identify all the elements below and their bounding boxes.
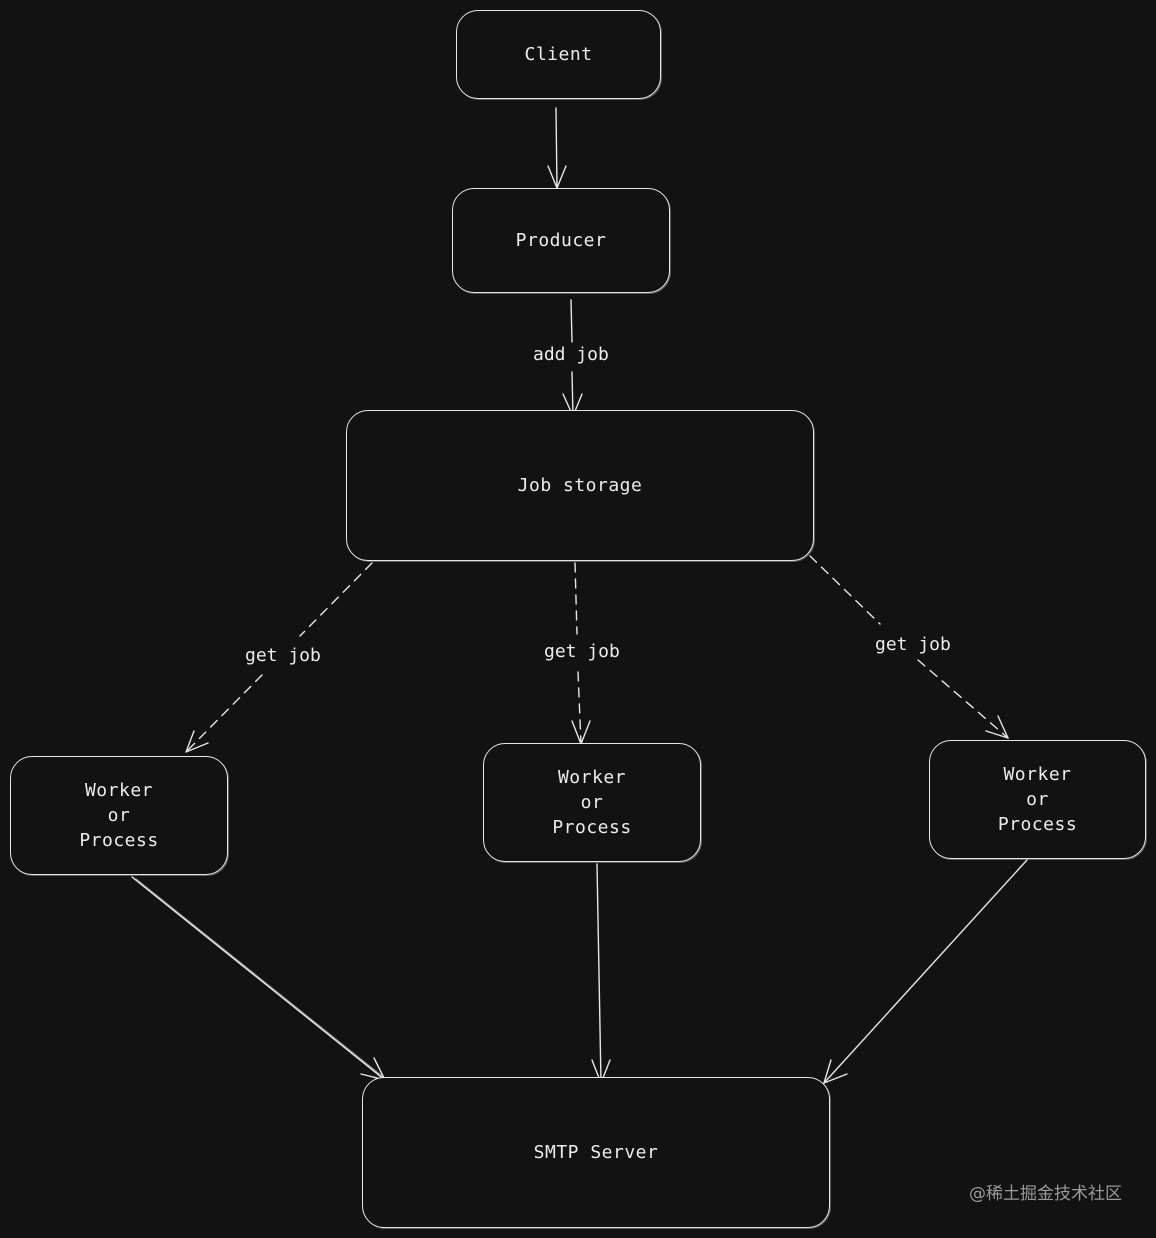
node-worker-3-line2: or	[1026, 789, 1049, 810]
edge-label-get-job-middle: get job	[541, 641, 623, 662]
node-worker-1-line3: Process	[79, 830, 159, 851]
node-worker-2-line3: Process	[552, 817, 632, 838]
edge-client-producer	[547, 107, 567, 189]
edge-storage-worker2	[571, 562, 591, 745]
node-worker-1-line1: Worker	[84, 780, 153, 801]
node-worker-3-line3: Process	[997, 814, 1078, 835]
node-job-storage-label: Job storage	[517, 475, 643, 496]
node-worker-1-label: Worker or Process	[79, 778, 158, 853]
node-smtp-server[interactable]: SMTP Server	[362, 1077, 830, 1228]
edge-label-get-job-right: get job	[872, 634, 954, 655]
node-client-label: Client	[524, 44, 593, 65]
node-worker-3[interactable]: Worker or Process	[929, 740, 1146, 859]
node-worker-3-line1: Worker	[1003, 764, 1072, 785]
node-worker-1-line2: or	[107, 805, 131, 826]
node-worker-1[interactable]: Worker or Process	[10, 756, 228, 875]
edge-storage-worker3	[809, 555, 1009, 739]
edge-worker2-smtp	[591, 863, 611, 1084]
node-worker-2-line2: or	[580, 792, 604, 813]
node-producer-label: Producer	[515, 230, 607, 251]
node-smtp-server-label: SMTP Server	[533, 1142, 659, 1163]
node-client[interactable]: Client	[456, 10, 661, 99]
edge-label-add-job: add job	[530, 344, 612, 365]
node-worker-3-label: Worker or Process	[998, 762, 1077, 837]
edge-storage-worker1	[185, 562, 373, 753]
node-job-storage[interactable]: Job storage	[346, 410, 814, 561]
edge-label-get-job-left: get job	[242, 645, 324, 666]
node-worker-2-line1: Worker	[557, 767, 626, 788]
node-worker-2[interactable]: Worker or Process	[483, 743, 701, 862]
edge-worker1-smtp	[131, 876, 386, 1081]
node-worker-2-label: Worker or Process	[552, 765, 631, 840]
watermark-text: @稀土掘金技术社区	[969, 1184, 1122, 1204]
edge-worker3-smtp	[823, 859, 1028, 1084]
node-producer[interactable]: Producer	[452, 188, 670, 293]
